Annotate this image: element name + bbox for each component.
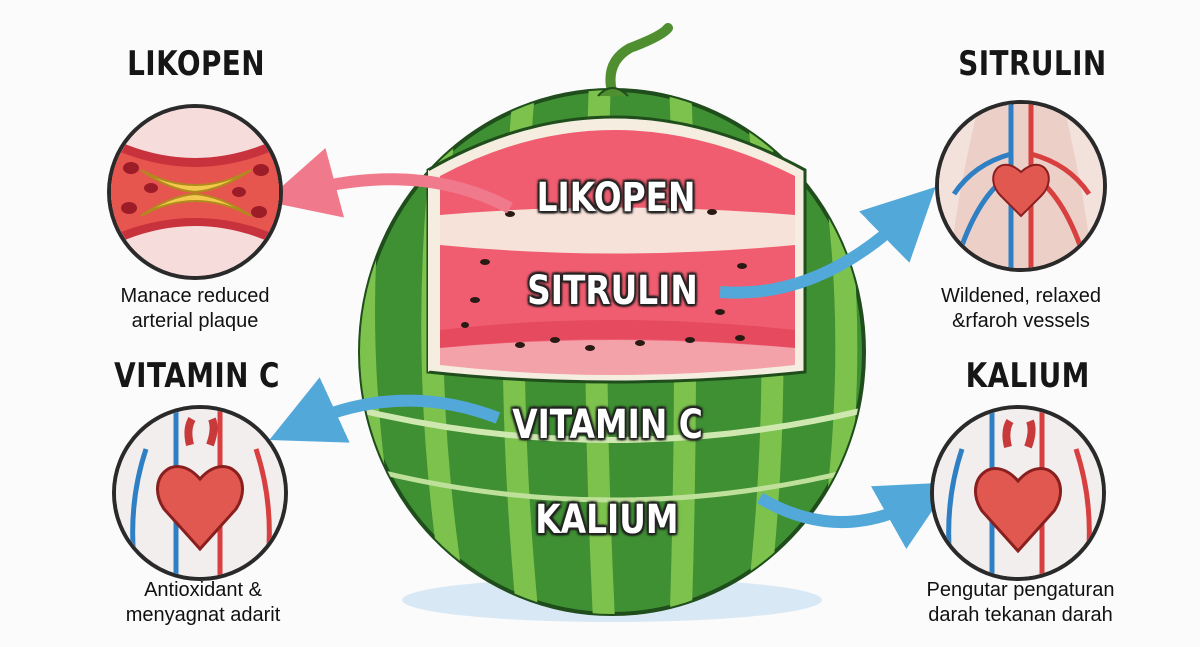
heading-sitrulin: SITRULIN <box>958 44 1107 84</box>
heading-vitamin-c: VITAMIN C <box>114 356 280 396</box>
melon-label-kalium: KALIUM <box>535 497 679 543</box>
caption-sitrulin-line1: Wildened, relaxed <box>940 285 1102 307</box>
caption-kalium-line2: darah tekanan darah <box>928 604 1113 626</box>
vascular-body-icon <box>935 100 1107 272</box>
arrow-vitamin-c <box>269 377 501 443</box>
heading-kalium: KALIUM <box>965 356 1090 396</box>
caption-vitamin-c: Antioxidant & menyagnat adarit <box>103 578 303 628</box>
caption-likopen-line2: arterial plaque <box>131 310 259 332</box>
caption-kalium: Pengutar pengaturan darah tekanan darah <box>908 578 1133 628</box>
arrow-sitrulin <box>719 186 936 299</box>
heart-icon <box>930 405 1106 581</box>
caption-vitamin-c-line1: Antioxidant & <box>144 579 262 601</box>
melon-label-sitrulin: SITRULIN <box>527 268 698 314</box>
caption-kalium-line1: Pengutar pengaturan <box>926 579 1115 601</box>
heart-icon <box>112 405 288 581</box>
caption-likopen: Manace reduced arterial plaque <box>95 284 295 334</box>
arrow-kalium <box>756 482 952 550</box>
caption-sitrulin-line2: &rfaroh vessels <box>952 310 1090 332</box>
heading-likopen: LIKOPEN <box>127 44 266 84</box>
caption-vitamin-c-line2: menyagnat adarit <box>125 604 281 626</box>
caption-likopen-line1: Manace reduced <box>120 285 270 307</box>
arrow-likopen <box>265 147 513 218</box>
melon-label-vitamin-c: VITAMIN C <box>512 402 703 448</box>
artery-plaque-icon <box>107 104 283 280</box>
caption-sitrulin: Wildened, relaxed &rfaroh vessels <box>915 284 1127 334</box>
melon-label-likopen: LIKOPEN <box>536 175 696 221</box>
